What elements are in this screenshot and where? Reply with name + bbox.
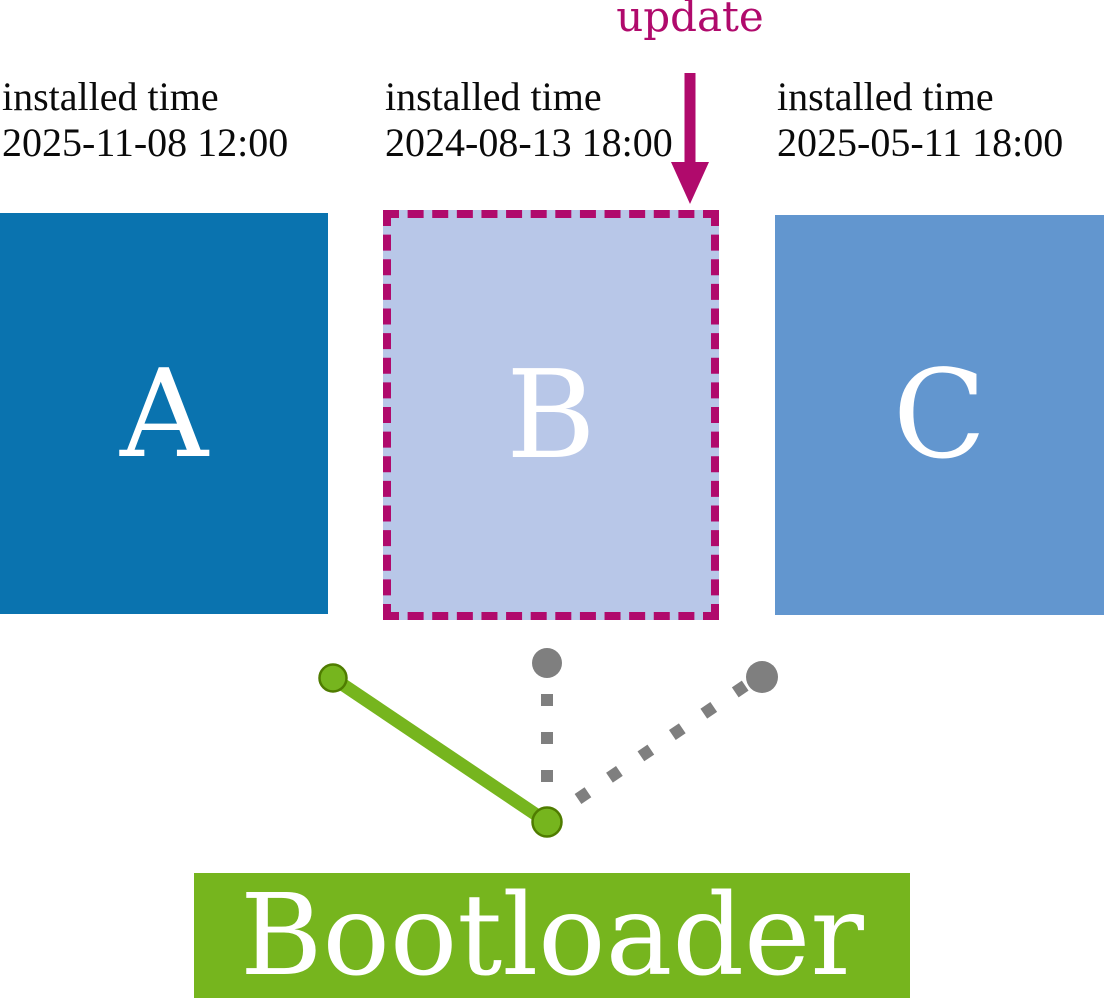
installed-time-label-c: installed time 2025-05-11 18:00 [777,74,1063,166]
installed-time-title-c: installed time [777,74,994,119]
installed-time-title-b: installed time [385,74,602,119]
installed-time-value-a: 2025-11-08 12:00 [2,120,289,165]
installed-time-label-a: installed time 2025-11-08 12:00 [2,74,288,166]
installed-time-title-a: installed time [2,74,219,119]
link-b-endpoint-dot [532,648,562,678]
link-c-line [574,676,756,804]
installed-time-value-b: 2024-08-13 18:00 [385,120,673,165]
installed-time-label-b: installed time 2024-08-13 18:00 [385,74,673,166]
link-a-endpoint-dot [318,663,348,693]
partition-a-box: A [0,213,328,614]
link-c-endpoint-dot [746,661,778,693]
bootloader-box: Bootloader [194,873,910,998]
partition-c-letter: C [892,344,987,486]
partition-b-letter: B [506,344,596,486]
update-arrow-head-icon [671,162,709,204]
partition-a-letter: A [119,342,209,485]
partition-c-box: C [775,215,1104,615]
partition-b-box: B [383,210,719,620]
installed-time-value-c: 2025-05-11 18:00 [777,120,1064,165]
update-label: update [616,0,764,41]
bootloader-label: Bootloader [240,870,864,998]
bootloader-pivot-dot [531,806,563,838]
link-a-line [329,672,551,828]
